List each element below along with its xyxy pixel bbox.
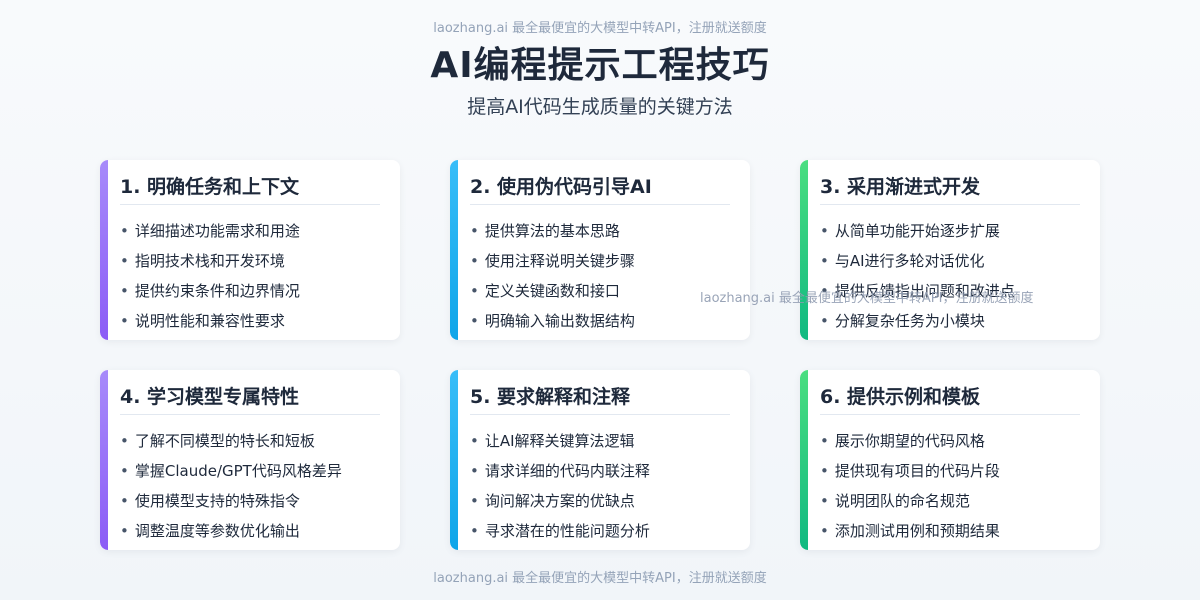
list-item: 与AI进行多轮对话优化 <box>820 248 1090 278</box>
list-item: 分解复杂任务为小模块 <box>820 308 1090 338</box>
card-divider <box>820 414 1080 415</box>
card-accent-bar <box>800 370 808 550</box>
list-item: 让AI解释关键算法逻辑 <box>470 428 740 458</box>
card-divider <box>470 204 730 205</box>
card-divider <box>820 204 1080 205</box>
card-accent-bar <box>450 370 458 550</box>
tip-card-6: 6. 提供示例和模板 展示你期望的代码风格 提供现有项目的代码片段 说明团队的命… <box>800 370 1100 550</box>
list-item: 提供算法的基本思路 <box>470 218 740 248</box>
list-item: 了解不同模型的特长和短板 <box>120 428 390 458</box>
list-item: 明确输入输出数据结构 <box>470 308 740 338</box>
card-accent-bar <box>800 160 808 340</box>
card-accent-bar <box>100 160 108 340</box>
list-item: 说明团队的命名规范 <box>820 488 1090 518</box>
card-title: 1. 明确任务和上下文 <box>120 176 300 198</box>
list-item: 详细描述功能需求和用途 <box>120 218 390 248</box>
list-item: 提供约束条件和边界情况 <box>120 278 390 308</box>
page-title: AI编程提示工程技巧 <box>430 45 770 86</box>
card-accent-bar <box>450 160 458 340</box>
list-item: 掌握Claude/GPT代码风格差异 <box>120 458 390 488</box>
watermark-top: laozhang.ai 最全最便宜的大模型中转API，注册就送额度 <box>433 21 767 36</box>
card-title: 5. 要求解释和注释 <box>470 386 631 408</box>
list-item: 展示你期望的代码风格 <box>820 428 1090 458</box>
tip-card-5: 5. 要求解释和注释 让AI解释关键算法逻辑 请求详细的代码内联注释 询问解决方… <box>450 370 750 550</box>
card-accent-bar <box>100 370 108 550</box>
card-list: 展示你期望的代码风格 提供现有项目的代码片段 说明团队的命名规范 添加测试用例和… <box>820 428 1090 548</box>
card-list: 提供算法的基本思路 使用注释说明关键步骤 定义关键函数和接口 明确输入输出数据结… <box>470 218 740 338</box>
tip-card-4: 4. 学习模型专属特性 了解不同模型的特长和短板 掌握Claude/GPT代码风… <box>100 370 400 550</box>
tip-card-3: 3. 采用渐进式开发 从简单功能开始逐步扩展 与AI进行多轮对话优化 提供反馈指… <box>800 160 1100 340</box>
list-item: 询问解决方案的优缺点 <box>470 488 740 518</box>
card-list: 从简单功能开始逐步扩展 与AI进行多轮对话优化 提供反馈指出问题和改进点 分解复… <box>820 218 1090 338</box>
list-item: 调整温度等参数优化输出 <box>120 518 390 548</box>
card-title: 3. 采用渐进式开发 <box>820 176 981 198</box>
page-subtitle: 提高AI代码生成质量的关键方法 <box>467 96 733 118</box>
list-item: 定义关键函数和接口 <box>470 278 740 308</box>
card-list: 详细描述功能需求和用途 指明技术栈和开发环境 提供约束条件和边界情况 说明性能和… <box>120 218 390 338</box>
list-item: 使用模型支持的特殊指令 <box>120 488 390 518</box>
list-item: 从简单功能开始逐步扩展 <box>820 218 1090 248</box>
list-item: 添加测试用例和预期结果 <box>820 518 1090 548</box>
card-divider <box>470 414 730 415</box>
watermark-bottom: laozhang.ai 最全最便宜的大模型中转API，注册就送额度 <box>433 571 767 586</box>
card-title: 4. 学习模型专属特性 <box>120 386 300 408</box>
list-item: 请求详细的代码内联注释 <box>470 458 740 488</box>
list-item: 使用注释说明关键步骤 <box>470 248 740 278</box>
card-divider <box>120 414 380 415</box>
card-title: 2. 使用伪代码引导AI <box>470 176 652 198</box>
card-divider <box>120 204 380 205</box>
tip-card-1: 1. 明确任务和上下文 详细描述功能需求和用途 指明技术栈和开发环境 提供约束条… <box>100 160 400 340</box>
list-item: 提供反馈指出问题和改进点 <box>820 278 1090 308</box>
card-title: 6. 提供示例和模板 <box>820 386 981 408</box>
watermark-middle: laozhang.ai 最全最便宜的大模型中转API，注册就送额度 <box>700 291 1034 306</box>
list-item: 提供现有项目的代码片段 <box>820 458 1090 488</box>
list-item: 说明性能和兼容性要求 <box>120 308 390 338</box>
card-list: 让AI解释关键算法逻辑 请求详细的代码内联注释 询问解决方案的优缺点 寻求潜在的… <box>470 428 740 548</box>
tip-card-2: 2. 使用伪代码引导AI 提供算法的基本思路 使用注释说明关键步骤 定义关键函数… <box>450 160 750 340</box>
list-item: 寻求潜在的性能问题分析 <box>470 518 740 548</box>
list-item: 指明技术栈和开发环境 <box>120 248 390 278</box>
card-list: 了解不同模型的特长和短板 掌握Claude/GPT代码风格差异 使用模型支持的特… <box>120 428 390 548</box>
